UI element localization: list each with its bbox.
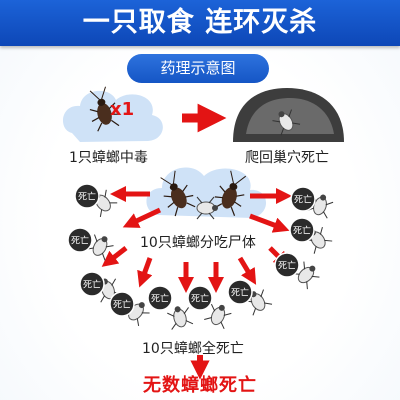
death-badge-circle — [109, 291, 135, 317]
death-badge-label: 死亡 — [293, 225, 311, 237]
section-label: 药理示意图 — [127, 54, 269, 83]
death-badge-label: 死亡 — [231, 287, 249, 299]
nest-illustration — [233, 88, 344, 142]
death-badge-label: 死亡 — [278, 260, 296, 272]
death-badge-label: 死亡 — [71, 235, 89, 247]
spread-arrows — [101, 185, 293, 380]
header-banner: 一只取食 连环灭杀 — [0, 0, 400, 46]
feeding-roaches-cloud — [146, 167, 267, 220]
header-title: 一只取食 连环灭杀 — [82, 7, 318, 38]
death-badge-circle — [290, 186, 316, 212]
arrow-icon — [137, 257, 153, 288]
death-badge-label: 死亡 — [113, 299, 131, 311]
step3-caption: 10只蟑螂分吃尸体 — [140, 235, 256, 251]
arrow-icon — [237, 256, 257, 285]
arrow-icon — [101, 246, 128, 267]
death-badge-circle — [74, 183, 100, 209]
death-badge-label: 死亡 — [83, 279, 101, 291]
arrow-icon — [122, 207, 162, 228]
death-badge-label: 死亡 — [151, 293, 169, 305]
death-badge-circle — [289, 217, 315, 243]
arrow-icon — [249, 213, 290, 233]
step4-caption: 10只蟑螂全死亡 — [142, 341, 244, 357]
dead-roach-icon — [165, 303, 194, 331]
death-badge-circle — [227, 279, 253, 305]
death-badges: 死亡死亡死亡死亡死亡死亡死亡死亡死亡死亡 — [67, 183, 316, 317]
death-badge-label: 死亡 — [78, 191, 96, 203]
death-badge-circle — [187, 285, 213, 311]
death-badge-circle — [67, 227, 93, 253]
death-badge-label: 死亡 — [294, 194, 312, 206]
step1-caption: 1只蟑螂中毒 — [69, 150, 148, 166]
multiplier-label: x1 — [110, 99, 135, 120]
death-badge-circle — [274, 252, 300, 278]
death-badge-label: 死亡 — [191, 293, 209, 305]
step2-caption: 爬回巢穴死亡 — [245, 150, 329, 166]
death-badge-circle — [147, 285, 173, 311]
poisoned-roach-cloud — [62, 84, 163, 142]
death-badge-circle — [79, 271, 105, 297]
result-text: 无数蟑螂死亡 — [143, 375, 257, 396]
